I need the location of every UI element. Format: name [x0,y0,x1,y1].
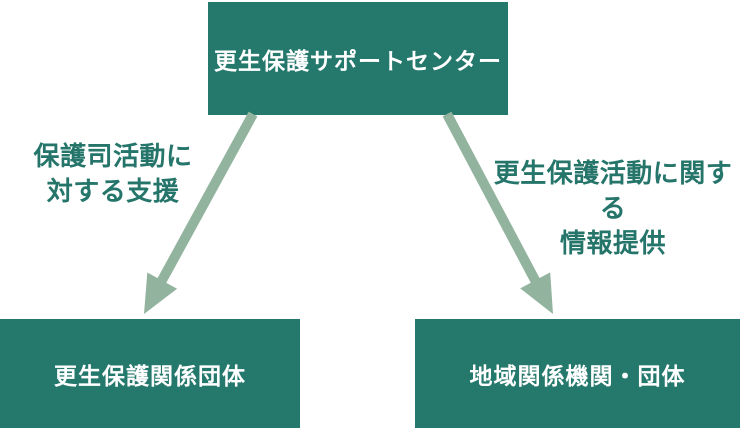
down-left-arrow-head [144,272,178,314]
left-arrow-label: 保護司活動に 対する支援 [0,139,226,209]
bottom-left-box-rehabilitation-organizations: 更生保護関係団体 [0,319,300,428]
down-right-arrow-head [520,272,553,314]
right-arrow-label-line1: 更生保護活動に関する [493,158,733,223]
left-arrow-label-line2: 対する支援 [46,176,180,206]
top-box-label: 更生保護サポートセンター [214,47,502,74]
right-arrow-label: 更生保護活動に関する 情報提供 [482,156,740,261]
top-box-support-center: 更生保護サポートセンター [208,2,508,115]
bottom-left-box-label: 更生保護関係団体 [54,362,246,389]
left-arrow-label-line1: 保護司活動に [33,141,193,171]
right-arrow-label-line2: 情報提供 [559,228,666,258]
bottom-right-box-regional-organizations: 地域関係機関・団体 [415,319,740,428]
bottom-right-box-label: 地域関係機関・団体 [469,362,686,389]
